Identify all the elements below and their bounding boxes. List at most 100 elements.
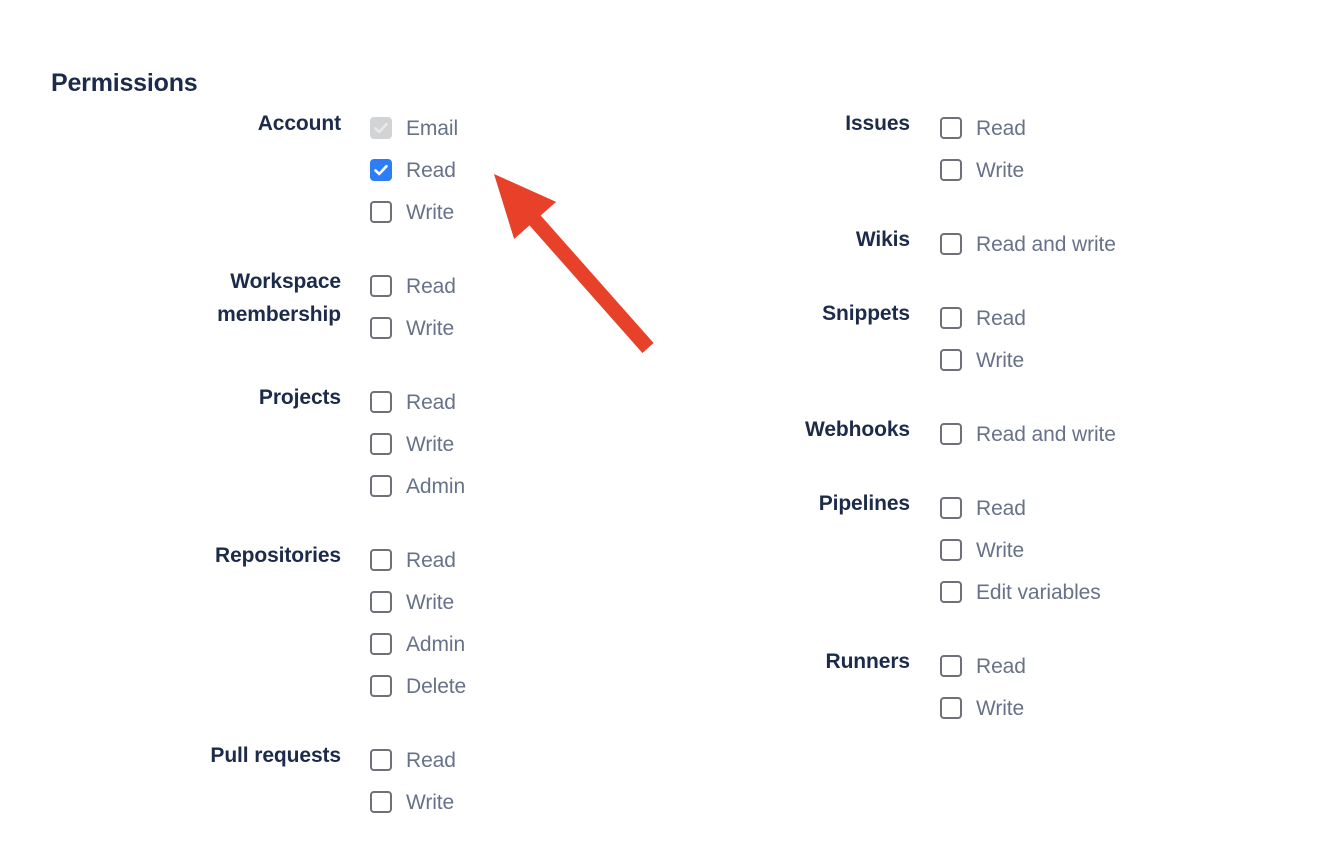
permission-option-account-read[interactable]: Read <box>370 149 458 191</box>
permission-option-label: Write <box>406 200 455 224</box>
snippets-write-checkbox[interactable] <box>940 349 962 371</box>
permission-group-label: Webhooks <box>805 418 910 441</box>
permission-option-workspace-membership-write[interactable]: Write <box>370 307 456 349</box>
account-email-checkbox <box>370 117 392 139</box>
pipelines-edit-variables-checkbox[interactable] <box>940 581 962 603</box>
permission-option-label: Write <box>976 158 1025 182</box>
permission-option-issues-write[interactable]: Write <box>940 149 1026 191</box>
permission-option-repositories-read[interactable]: Read <box>370 539 466 581</box>
permission-group-label: Pull requests <box>210 744 341 767</box>
permission-option-repositories-write[interactable]: Write <box>370 581 466 623</box>
permission-option-label: Read <box>976 306 1026 330</box>
permission-group-label: Issues <box>845 112 910 135</box>
permission-option-workspace-membership-read[interactable]: Read <box>370 265 456 307</box>
wikis-read-and-write-checkbox[interactable] <box>940 233 962 255</box>
permission-option-label: Write <box>976 348 1025 372</box>
permission-option-issues-read[interactable]: Read <box>940 107 1026 149</box>
permission-option-label: Write <box>406 316 455 340</box>
permission-option-projects-admin[interactable]: Admin <box>370 465 465 507</box>
permission-options: Read and write <box>940 223 1116 265</box>
permission-group-label: Runners <box>825 650 911 673</box>
permission-group-label: Projects <box>258 386 341 409</box>
permission-option-label: Read <box>406 548 456 572</box>
permission-option-pull-requests-read[interactable]: Read <box>370 739 456 781</box>
snippets-read-checkbox[interactable] <box>940 307 962 329</box>
permission-option-label: Admin <box>406 474 466 498</box>
permission-option-projects-read[interactable]: Read <box>370 381 465 423</box>
permission-option-label: Write <box>976 538 1025 562</box>
permission-option-pipelines-edit-variables[interactable]: Edit variables <box>940 571 1101 613</box>
permission-option-wikis-read-and-write[interactable]: Read and write <box>940 223 1116 265</box>
permission-options: Read and write <box>940 413 1116 455</box>
permission-option-label: Write <box>406 590 455 614</box>
permission-group-label: Snippets <box>822 302 910 325</box>
pipelines-write-checkbox[interactable] <box>940 539 962 561</box>
workspace-membership-read-checkbox[interactable] <box>370 275 392 297</box>
repositories-read-checkbox[interactable] <box>370 549 392 571</box>
pipelines-read-checkbox[interactable] <box>940 497 962 519</box>
account-read-checkbox[interactable] <box>370 159 392 181</box>
permission-option-repositories-admin[interactable]: Admin <box>370 623 466 665</box>
workspace-membership-write-checkbox[interactable] <box>370 317 392 339</box>
page-title: Permissions <box>51 68 198 97</box>
permission-group-label: Account <box>257 112 341 135</box>
pull-requests-write-checkbox[interactable] <box>370 791 392 813</box>
runners-write-checkbox[interactable] <box>940 697 962 719</box>
permission-option-label: Read <box>406 274 456 298</box>
repositories-write-checkbox[interactable] <box>370 591 392 613</box>
permission-option-label: Delete <box>406 674 467 698</box>
repositories-admin-checkbox[interactable] <box>370 633 392 655</box>
permission-option-projects-write[interactable]: Write <box>370 423 465 465</box>
permission-option-label: Write <box>406 432 455 456</box>
permission-group-wikis: Wikis Read and write <box>660 223 1280 265</box>
permission-option-repositories-delete[interactable]: Delete <box>370 665 466 707</box>
issues-read-checkbox[interactable] <box>940 117 962 139</box>
permission-option-label: Read <box>406 158 456 182</box>
issues-write-checkbox[interactable] <box>940 159 962 181</box>
permission-group-label: Wikis <box>855 228 910 251</box>
permission-option-snippets-read[interactable]: Read <box>940 297 1026 339</box>
permission-option-label: Read <box>406 390 456 414</box>
permission-option-label: Read <box>976 654 1026 678</box>
permission-option-label: Read and write <box>976 232 1116 256</box>
permission-option-pipelines-write[interactable]: Write <box>940 529 1101 571</box>
permission-option-runners-write[interactable]: Write <box>940 687 1026 729</box>
permission-option-snippets-write[interactable]: Write <box>940 339 1026 381</box>
permission-option-label: Read <box>976 116 1026 140</box>
projects-admin-checkbox[interactable] <box>370 475 392 497</box>
permission-option-label: Read and write <box>976 422 1116 446</box>
projects-read-checkbox[interactable] <box>370 391 392 413</box>
permission-option-account-write[interactable]: Write <box>370 191 458 233</box>
permission-group-label: Repositories <box>215 544 341 567</box>
permission-group-label: Workspace membership <box>217 270 341 326</box>
permission-option-label: Write <box>406 790 455 814</box>
permission-option-label: Write <box>976 696 1025 720</box>
pull-requests-read-checkbox[interactable] <box>370 749 392 771</box>
repositories-delete-checkbox[interactable] <box>370 675 392 697</box>
webhooks-read-and-write-checkbox[interactable] <box>940 423 962 445</box>
projects-write-checkbox[interactable] <box>370 433 392 455</box>
permission-option-pull-requests-write[interactable]: Write <box>370 781 456 823</box>
permission-option-runners-read[interactable]: Read <box>940 645 1026 687</box>
runners-read-checkbox[interactable] <box>940 655 962 677</box>
permission-option-label: Admin <box>406 632 466 656</box>
permission-option-webhooks-read-and-write[interactable]: Read and write <box>940 413 1116 455</box>
permission-option-pipelines-read[interactable]: Read <box>940 487 1101 529</box>
account-write-checkbox[interactable] <box>370 201 392 223</box>
